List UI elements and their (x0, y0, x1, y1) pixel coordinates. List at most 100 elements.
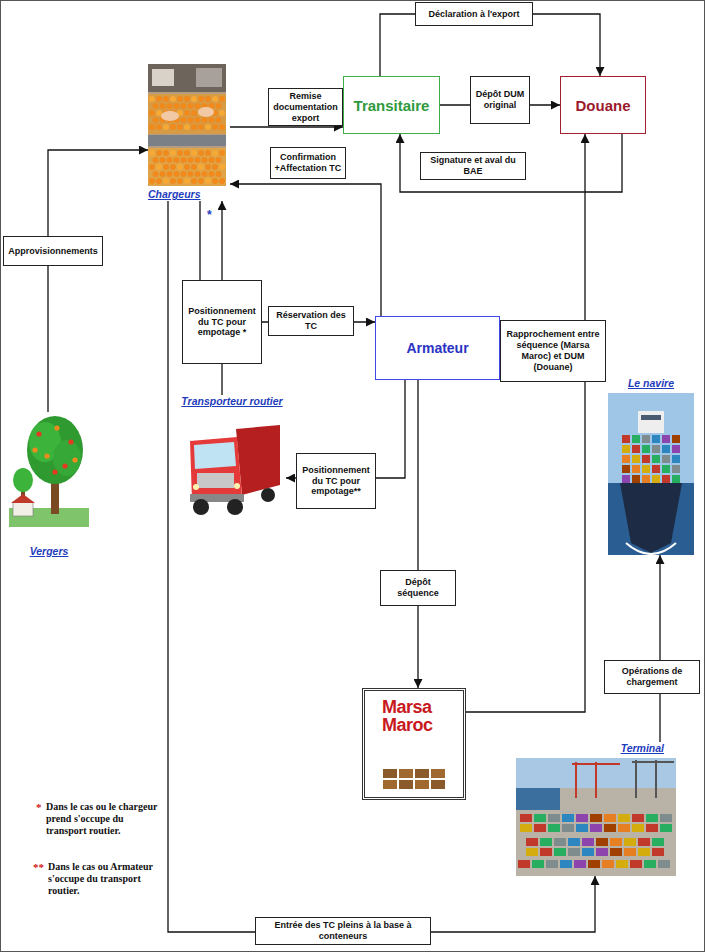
edge-label-box: Confirmation +Affectation TC (270, 147, 346, 179)
illustration-part (44, 453, 49, 458)
footnote-text: Dans le cas ou le chargeur prend s'occup… (46, 801, 162, 837)
illustration-part (163, 124, 169, 130)
illustration-part (626, 543, 676, 554)
illustration-part (568, 838, 580, 846)
edge-label: Opérations de chargement (608, 666, 696, 688)
illustration-part (596, 838, 608, 846)
illustration-part (149, 178, 155, 184)
illustration-part (582, 838, 594, 846)
illustration-part (177, 150, 183, 156)
connector-arrow (400, 134, 622, 192)
illustration-part (672, 445, 680, 453)
illustration-part (622, 455, 630, 463)
illustration-part (194, 442, 236, 469)
illustration-part (662, 435, 670, 443)
illustration-part (652, 455, 660, 463)
illustration-part (163, 164, 169, 170)
illustration-part (562, 814, 574, 822)
illustration-part (177, 178, 183, 184)
process-box: Armateur (375, 316, 500, 380)
illustration-part (188, 117, 194, 123)
illustration-part (212, 178, 218, 184)
illustration-part (574, 860, 586, 868)
illustration-part (632, 445, 640, 453)
illustration (516, 758, 676, 876)
illustration-part (236, 425, 280, 495)
edge-label-box: Entrée des TC pleins à la base à contene… (255, 917, 431, 945)
illustration-part (195, 171, 201, 177)
edge-label: Positionnement du TC pour empotage** (300, 465, 372, 497)
illustration-part (652, 435, 660, 443)
illustration-part (431, 769, 445, 778)
illustration-part (153, 103, 159, 109)
illustration-part (622, 465, 630, 473)
illustration-part (195, 103, 201, 109)
edge-label: Dépôt DUM original (474, 89, 526, 111)
illustration-part (526, 838, 538, 846)
connector-arrow (659, 555, 660, 742)
edge-label-box: Signature et aval du BAE (420, 152, 526, 180)
illustration-part (198, 96, 204, 102)
illustration-part (662, 475, 670, 483)
illustration-part (641, 415, 661, 420)
illustration-part (212, 96, 218, 102)
illustration-part (170, 178, 176, 184)
illustration-part (662, 445, 670, 453)
illustration-part (54, 425, 59, 430)
illustration-part (554, 838, 566, 846)
illustration-part (662, 455, 670, 463)
edge-label: Dépôt séquence (384, 577, 452, 599)
terminal-operator-box: Marsa Maroc (362, 688, 466, 800)
illustration-part (156, 164, 162, 170)
illustration-part (652, 445, 660, 453)
illustration-part (163, 178, 169, 184)
illustration-part (399, 780, 413, 789)
illustration-part (177, 124, 183, 130)
illustration-part (181, 117, 187, 123)
illustration-part (219, 124, 225, 130)
illustration-part (209, 117, 215, 123)
operator-logo-text: Marsa Maroc (382, 699, 446, 734)
connector-arrow (417, 380, 418, 688)
illustration-part (174, 171, 180, 177)
illustration-part (174, 103, 180, 109)
illustration-part (191, 96, 197, 102)
edge-label-box: Opérations de chargement (604, 660, 700, 694)
image-node: Le navire (605, 377, 697, 555)
illustration-part (383, 769, 397, 778)
illustration-part (602, 860, 614, 868)
illustration-part (160, 171, 166, 177)
box-label: Armateur (406, 340, 468, 356)
illustration-part (554, 848, 566, 856)
illustration-part (219, 150, 225, 156)
illustration-part (622, 475, 630, 483)
illustration-part (638, 838, 650, 846)
illustration-part (156, 124, 162, 130)
illustration-part (177, 96, 183, 102)
illustration-part (170, 96, 176, 102)
illustration-part (148, 64, 226, 186)
illustration-part (590, 814, 602, 822)
illustration-part (32, 447, 37, 452)
illustration-part (546, 860, 558, 868)
illustration-part (193, 484, 199, 490)
illustration-part (652, 838, 664, 846)
illustration-part (181, 103, 187, 109)
illustration-part (174, 157, 180, 163)
illustration-part (642, 465, 650, 473)
illustration-part (163, 96, 169, 102)
image-caption: Vergers (30, 545, 69, 558)
illustration-part (184, 124, 190, 130)
illustration-part (163, 150, 169, 156)
illustration-part (620, 483, 682, 553)
illustration-part (170, 124, 176, 130)
illustration-part (156, 110, 162, 116)
illustration-part (644, 860, 656, 868)
illustration-part (622, 435, 630, 443)
edge-label: Rapprochement entre séquence (Marsa Maro… (504, 329, 602, 372)
illustration-part (156, 96, 162, 102)
illustration-part (219, 164, 225, 170)
illustration (182, 411, 282, 516)
illustration-part (148, 148, 226, 186)
illustration-part (152, 69, 174, 86)
